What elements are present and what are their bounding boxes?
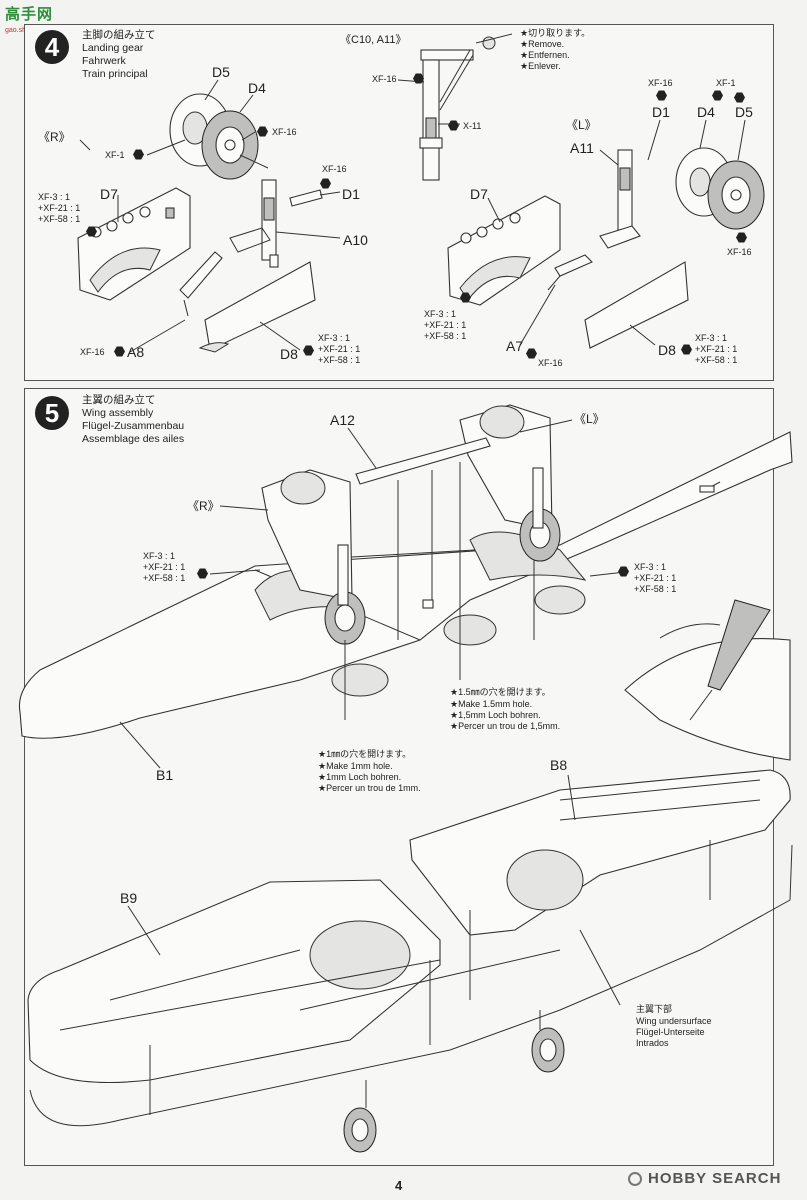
part-a8: A8 [127, 344, 145, 360]
paint-hex-icon [448, 120, 459, 131]
paint-xf1-l: XF-1 [716, 78, 736, 88]
part-b9: B9 [120, 890, 138, 906]
part-d8-l: D8 [658, 342, 676, 358]
paint-hex-icon [526, 348, 537, 359]
r-wheel [169, 93, 269, 180]
hobby-search-logo-icon [628, 1172, 642, 1186]
paint-xf16-r-d1: XF-16 [322, 164, 347, 174]
page-number: 4 [395, 1178, 403, 1193]
paint-x11: X-11 [463, 121, 482, 131]
paint-hex-icon [618, 566, 629, 577]
paint-mix-l-d8: XF-3 : 1 +XF-21 : 1 +XF-58 : 1 [695, 333, 738, 365]
step5-side-l-label: 《L》 [574, 412, 605, 426]
part-d5-r: D5 [212, 64, 230, 80]
paint-hex-icon [656, 90, 667, 101]
paint-hex-icon [736, 232, 747, 243]
step5-title-en: Wing assembly [82, 407, 154, 419]
paint-hex-icon [320, 178, 331, 189]
paint-hex-icon [681, 344, 692, 355]
paint-xf16-l-wheel: XF-16 [727, 247, 752, 257]
step4-title-en: Landing gear [82, 42, 144, 54]
step4-title-fr: Train principal [82, 68, 148, 80]
hole-15mm-note-de: ★1,5mm Loch bohren. [450, 710, 541, 720]
wing-b1-assembly [18, 404, 793, 739]
part-d1-r: D1 [342, 186, 360, 202]
step5-leaders [119, 419, 626, 1006]
paint-hex-icon [712, 90, 723, 101]
paint-hex-icon [413, 73, 424, 84]
hobby-search-brand: HOBBY SEARCH [648, 1170, 782, 1187]
paint-hex-icon [257, 126, 268, 137]
part-d4-l: D4 [697, 104, 715, 120]
hole-15mm-note-jp: ★1.5㎜の穴を開けます。 [450, 687, 551, 697]
step5-number-badge: 5 [35, 396, 69, 430]
paint-xf16-a8: XF-16 [80, 347, 105, 357]
r-strut [179, 179, 323, 317]
paint-hex-icon [734, 92, 745, 103]
part-a12: A12 [330, 412, 355, 428]
part-d8-r: D8 [280, 346, 298, 362]
underside-note-de: Flügel-Unterseite [636, 1027, 705, 1037]
part-b8: B8 [550, 757, 568, 773]
paint-mix-wing-l: XF-3 : 1 +XF-21 : 1 +XF-58 : 1 [634, 562, 677, 594]
remove-note-jp: ★切り取ります。 [520, 28, 591, 38]
hole-1mm-note-en: ★Make 1mm hole. [318, 761, 393, 771]
drill-inset-illustration [624, 599, 791, 761]
step5-title-fr: Assemblage des ailes [82, 433, 185, 445]
l-strut [547, 149, 641, 291]
remove-note-de: ★Entfernen. [520, 50, 570, 60]
hole-1mm-note-fr: ★Percer un trou de 1mm. [318, 783, 421, 793]
paint-xf16-l-d1: XF-16 [648, 78, 673, 88]
step5-title-jp: 主翼の組み立て [82, 394, 156, 406]
inset-title: 《C10, A11》 [340, 34, 407, 46]
l-wheel [675, 147, 765, 230]
underside-note-fr: Intrados [636, 1038, 669, 1048]
part-d7-l: D7 [470, 186, 488, 202]
paint-xf1-r: XF-1 [105, 150, 125, 160]
part-d7-r: D7 [100, 186, 118, 202]
paint-xf16-r-wheel: XF-16 [272, 127, 297, 137]
paint-mix-wing-r: XF-3 : 1 +XF-21 : 1 +XF-58 : 1 [143, 551, 186, 583]
paint-hex-icon [303, 345, 314, 356]
part-d4-r: D4 [248, 80, 266, 96]
wing-b8-b9-assembly [27, 769, 793, 1153]
hole-15mm-note-en: ★Make 1.5mm hole. [450, 699, 533, 709]
remove-note-fr: ★Enlever. [520, 61, 561, 71]
part-a10: A10 [343, 232, 368, 248]
paint-hex-icon [114, 346, 125, 357]
step4-number-badge: 4 [35, 30, 69, 64]
hole-1mm-note-de: ★1mm Loch bohren. [318, 772, 402, 782]
step5-side-r-label: 《R》 [187, 499, 220, 513]
step5-title-de: Flügel-Zusammenbau [82, 420, 185, 432]
paint-mix-r-d8: XF-3 : 1 +XF-21 : 1 +XF-58 : 1 [318, 333, 361, 365]
watermark-text: 高手网 [5, 6, 54, 23]
step4-title-de: Fahrwerk [82, 55, 126, 67]
step4-side-l-label: 《L》 [566, 118, 597, 132]
paint-hex-icon [460, 292, 471, 303]
r-gear-bay [77, 187, 316, 353]
part-a11: A11 [570, 140, 594, 156]
step4-title-jp: 主脚の組み立て [82, 29, 156, 41]
paint-xf16-a7: XF-16 [538, 358, 563, 368]
paint-xf16-inset: XF-16 [372, 74, 397, 84]
paint-hex-icon [86, 226, 97, 237]
paint-mix-l-d7: XF-3 : 1 +XF-21 : 1 +XF-58 : 1 [424, 309, 467, 341]
paint-hex-icon [133, 149, 144, 160]
part-d5-l: D5 [735, 104, 753, 120]
paint-mix-r-d7: XF-3 : 1 +XF-21 : 1 +XF-58 : 1 [38, 192, 81, 224]
hole-15mm-note-fr: ★Percer un trou de 1,5mm. [450, 721, 561, 731]
l-gear-bay [447, 195, 689, 349]
remove-note-en: ★Remove. [520, 39, 565, 49]
step4-leaders [79, 79, 746, 353]
part-b1: B1 [156, 767, 174, 783]
part-a7: A7 [506, 338, 524, 354]
underside-note-jp: 主翼下部 [636, 1004, 673, 1014]
step4-side-r-label: 《R》 [38, 130, 71, 144]
hole-1mm-note-jp: ★1㎜の穴を開けます。 [318, 749, 412, 759]
paint-hex-icon [197, 568, 208, 579]
part-d1-l: D1 [652, 104, 670, 120]
underside-note-en: Wing undersurface [636, 1016, 712, 1026]
